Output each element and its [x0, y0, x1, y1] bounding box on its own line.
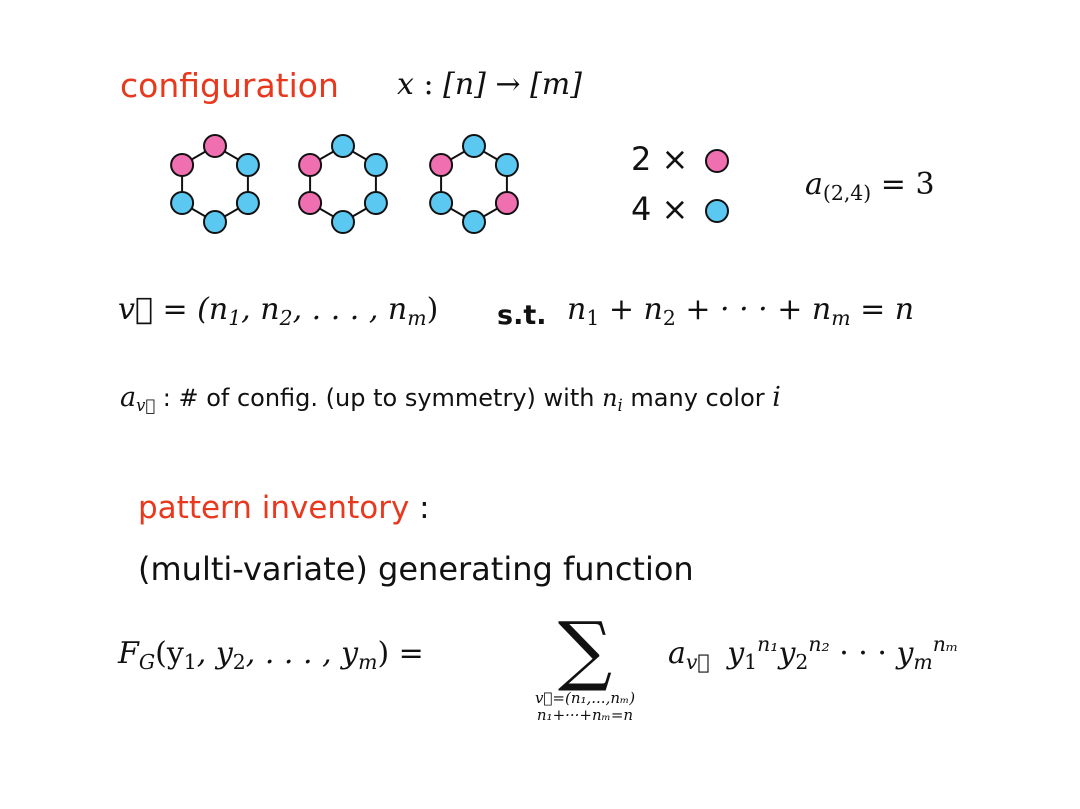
bead-blue-icon: [494, 153, 519, 177]
bead-blue-icon: [170, 191, 195, 215]
formula-lhs: FG(y1, y2, . . . , ym) =: [118, 636, 424, 675]
summation-sign: ∑: [557, 605, 613, 694]
bead-pink-icon: [494, 191, 519, 215]
bead-blue-icon: [235, 153, 260, 177]
bead-blue-icon: [462, 134, 486, 158]
bead-pink-icon: [170, 153, 195, 177]
bead-blue-icon: [203, 210, 227, 234]
bead-blue-icon: [363, 153, 388, 177]
pattern-inventory-heading: pattern inventory :: [138, 490, 430, 526]
legend-blue-bead-icon: [705, 199, 729, 223]
legend-pink-bead-icon: [705, 149, 729, 173]
necklace-2: [298, 134, 388, 234]
legend-row-blue: 4 ×: [631, 190, 689, 228]
summation-limits: v⃗=(n₁,...,nₘ) n₁+···+nₘ=n: [534, 689, 636, 724]
bead-blue-icon: [363, 191, 388, 215]
bead-blue-icon: [331, 134, 355, 158]
necklace-1: [170, 134, 260, 234]
configuration-map: x : [n] → [m]: [397, 67, 582, 102]
generating-function-heading: (multi-variate) generating function: [138, 550, 694, 588]
a-v-definition: av⃗ : # of config. (up to symmetry) with…: [120, 382, 781, 415]
configuration-label: configuration: [120, 66, 339, 105]
a-example-formula: a(2,4) = 3: [805, 167, 935, 206]
bead-blue-icon: [462, 210, 486, 234]
bead-blue-icon: [331, 210, 355, 234]
formula-rhs: av⃗ y1n₁y2n₂ · · · ymnₘ: [668, 631, 959, 675]
bead-pink-icon: [298, 153, 323, 177]
bead-blue-icon: [429, 191, 454, 215]
vector-constraint: n1 + n2 + · · · + nm = n: [567, 292, 915, 331]
bead-blue-icon: [235, 191, 260, 215]
bead-pink-icon: [429, 153, 454, 177]
bead-pink-icon: [298, 191, 323, 215]
bead-pink-icon: [203, 134, 227, 158]
necklace-3: [429, 134, 519, 234]
legend-row-pink: 2 ×: [631, 140, 689, 178]
vector-definition: v⃗ = (n1, n2, . . . , nm): [118, 292, 439, 331]
such-that-label: s.t.: [497, 300, 547, 331]
